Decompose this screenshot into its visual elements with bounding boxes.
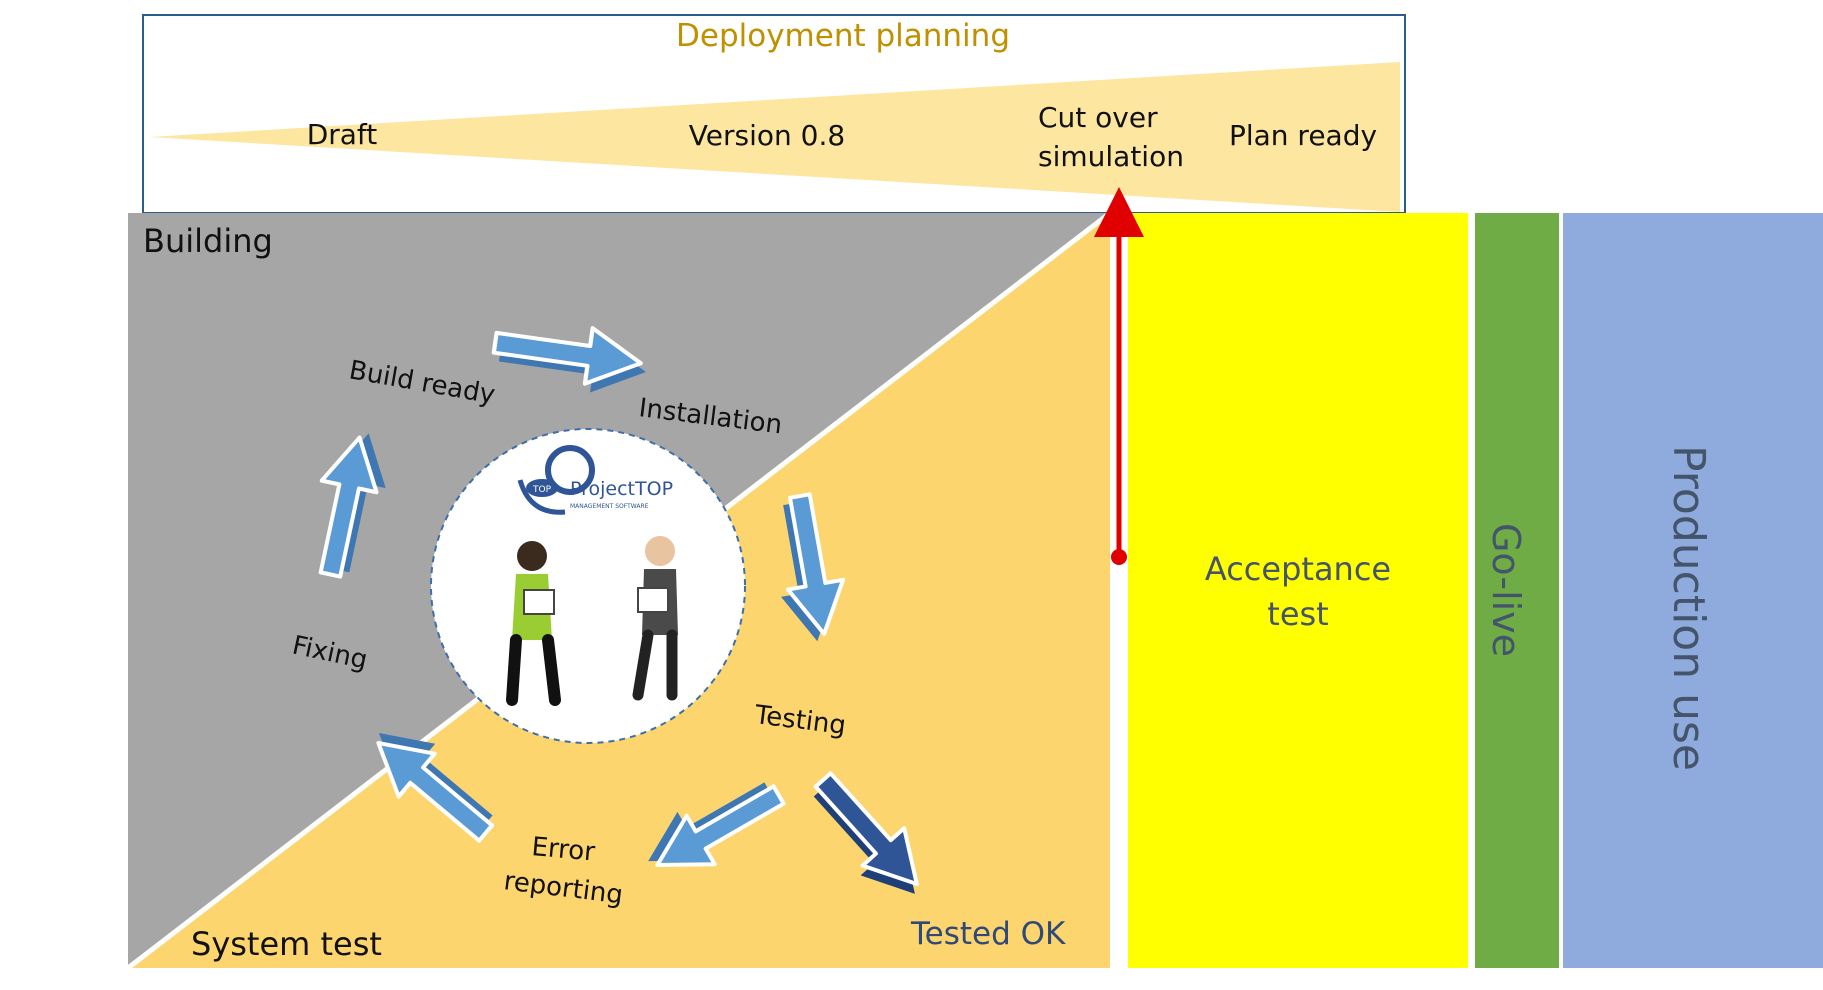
people-icon <box>506 536 678 706</box>
svg-text:TOP: TOP <box>532 485 552 495</box>
production-use-label: Production use <box>1663 445 1714 771</box>
go-live-label: Go-live <box>1484 523 1528 657</box>
acceptance-test-column <box>1128 213 1468 968</box>
tested-ok-label: Tested OK <box>910 916 1066 952</box>
milestone-version-08: Version 0.8 <box>689 119 845 152</box>
acceptance-label-line2: test <box>1267 595 1328 633</box>
system-test-label: System test <box>191 925 382 963</box>
milestone-simulation: simulation <box>1038 140 1184 173</box>
svg-text:MANAGEMENT SOFTWARE: MANAGEMENT SOFTWARE <box>570 503 649 510</box>
center-circle <box>430 428 746 744</box>
step-error: Error <box>530 832 596 867</box>
deployment-planning-title: Deployment planning <box>676 18 1010 54</box>
planning-wedge <box>150 62 1400 212</box>
milestone-cut-over: Cut over <box>1038 101 1158 134</box>
svg-text:ProjectTOP: ProjectTOP <box>570 478 673 500</box>
logo-icon: TOP ProjectTOP MANAGEMENT SOFTWARE <box>517 445 673 515</box>
go-live-column <box>1475 213 1559 968</box>
milestone-arrow-icon <box>1094 187 1144 565</box>
building-label: Building <box>143 222 273 260</box>
acceptance-label-line1: Acceptance <box>1205 550 1391 588</box>
milestone-plan-ready: Plan ready <box>1229 119 1377 152</box>
milestone-draft: Draft <box>307 118 378 151</box>
production-use-column <box>1563 213 1823 968</box>
